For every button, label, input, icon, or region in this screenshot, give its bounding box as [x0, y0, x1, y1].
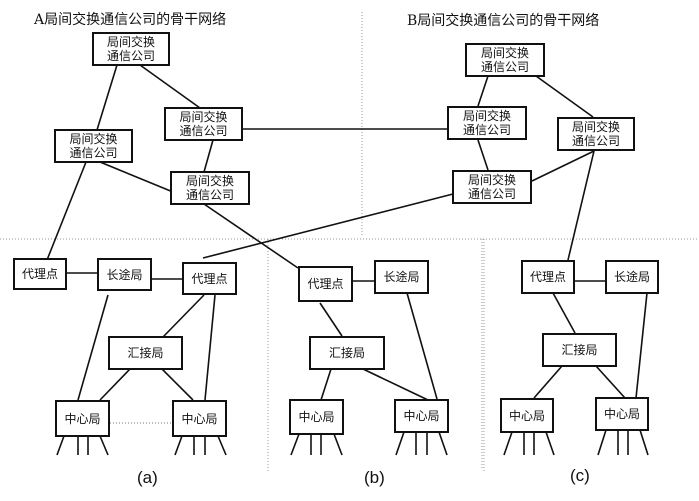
- link-toll-central2-c: [635, 292, 648, 399]
- iec-label-line1: 局间交换: [69, 132, 118, 146]
- link-b3-pop-c: [567, 150, 595, 261]
- link-a1-a3: [139, 64, 201, 109]
- pop-node-b: 代理点: [298, 266, 353, 302]
- iec-label-line2: 通信公司: [185, 188, 234, 202]
- iec-node-b2: 局间交换通信公司: [447, 106, 527, 140]
- tandem-node-c: 汇接局: [542, 333, 617, 367]
- link-toll-central2-b: [406, 292, 438, 400]
- link-toll-central1-a: [77, 294, 109, 401]
- iec-label-line2: 通信公司: [571, 134, 620, 148]
- iec-label-line1: 局间交换: [185, 174, 234, 188]
- central-node-c2: 中心局: [595, 397, 649, 431]
- iec-label-line2: 通信公司: [179, 124, 228, 138]
- link-tandem-central1-c: [533, 365, 563, 399]
- iec-label-line2: 通信公司: [462, 123, 511, 137]
- fan-a1: [56, 435, 109, 456]
- toll-node-a: 长途局: [97, 258, 152, 291]
- pop-node-a2: 代理点: [182, 262, 237, 295]
- link-a1-a2: [96, 64, 118, 131]
- iec-label-line1: 局间交换: [106, 35, 155, 49]
- central-node-a2: 中心局: [172, 400, 227, 437]
- iec-node-b4: 局间交换通信公司: [452, 170, 532, 204]
- central-node-a1: 中心局: [55, 400, 110, 437]
- iec-node-a3: 局间交换通信公司: [164, 107, 243, 141]
- toll-node-b: 长途局: [374, 260, 429, 294]
- tandem-node-a: 汇接局: [108, 336, 183, 370]
- iec-label-line2: 通信公司: [69, 146, 118, 160]
- link-tandem-central1-a: [99, 368, 131, 401]
- iec-label-line2: 通信公司: [106, 49, 155, 63]
- connections: [46, 64, 648, 401]
- fan-b1: [290, 433, 343, 456]
- iec-node-a1: 局间交换通信公司: [92, 32, 170, 66]
- link-a3-a4: [203, 139, 214, 173]
- link-pop2-central2-a: [204, 294, 216, 401]
- tandem-node-b: 汇接局: [309, 336, 385, 370]
- fan-a2: [174, 435, 227, 456]
- link-tandem-central2-c: [595, 365, 626, 399]
- link-b1-b3: [535, 75, 594, 118]
- divider-lines: [0, 12, 699, 472]
- link-pop2-tandem-a: [162, 294, 205, 338]
- link-pop-tandem-c: [552, 292, 576, 334]
- iec-node-b1: 局间交换通信公司: [465, 43, 545, 77]
- iec-label-line1: 局间交换: [571, 120, 620, 134]
- subscriber-lines: [56, 429, 649, 456]
- iec-label-line2: 通信公司: [480, 60, 529, 74]
- link-a2-pop-a: [46, 161, 87, 261]
- link-a2-a4: [99, 161, 174, 193]
- fan-c2: [597, 429, 649, 456]
- caption-c: (c): [570, 466, 590, 485]
- iec-node-a4: 局间交换通信公司: [170, 171, 250, 205]
- central-node-b2: 中心局: [394, 399, 449, 433]
- title-a-backbone: A局间交换通信公司的骨干网络: [34, 12, 227, 28]
- iec-node-b3: 局间交换通信公司: [557, 117, 635, 151]
- caption-b: (b): [364, 468, 385, 487]
- link-b1-b2: [477, 75, 489, 107]
- link-tandem-central2-a: [161, 368, 194, 401]
- caption-a: (a): [137, 468, 158, 487]
- link-tandem-central2-b: [362, 368, 429, 401]
- toll-node-c: 长途局: [605, 260, 659, 294]
- central-node-b1: 中心局: [289, 399, 344, 435]
- fan-b2: [395, 431, 448, 456]
- pop-node-c: 代理点: [521, 260, 575, 294]
- title-b-backbone: B局间交换通信公司的骨干网络: [407, 13, 600, 29]
- iec-label-line1: 局间交换: [179, 110, 228, 124]
- pop-node-a1: 代理点: [13, 258, 67, 290]
- fan-c1: [503, 431, 555, 456]
- iec-node-a2: 局间交换通信公司: [54, 129, 133, 163]
- link-b4-b3: [531, 150, 595, 182]
- link-a4-pop-b: [203, 203, 299, 269]
- link-tandem-central1-b: [320, 368, 332, 401]
- iec-label-line1: 局间交换: [467, 173, 516, 187]
- link-b4-pop-a2: [202, 193, 454, 259]
- central-node-c1: 中心局: [500, 398, 554, 433]
- link-b2-b4: [477, 139, 489, 171]
- iec-label-line1: 局间交换: [462, 109, 511, 123]
- iec-label-line1: 局间交换: [480, 46, 529, 60]
- iec-label-line2: 通信公司: [467, 187, 516, 201]
- link-pop-tandem-b: [319, 302, 343, 337]
